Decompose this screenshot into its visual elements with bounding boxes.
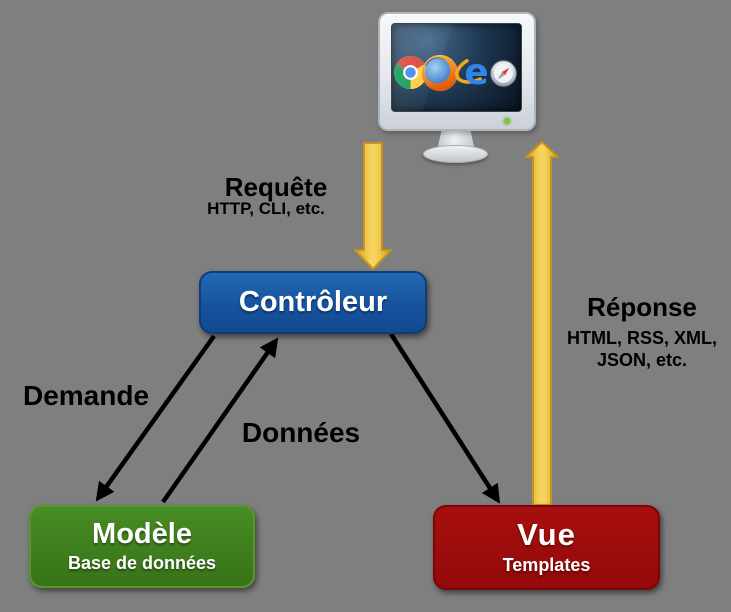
response-sublabel-line1: HTML, RSS, XML, <box>567 328 717 348</box>
monitor-stand-base <box>423 145 488 163</box>
monitor-screen: e <box>391 23 522 112</box>
model-sublabel: Base de données <box>67 552 217 573</box>
firefox-icon <box>421 54 459 92</box>
controller-label: Contrôleur <box>238 286 388 319</box>
demand-arrow <box>95 334 216 502</box>
request-sublabel: HTTP, CLI, etc. <box>207 199 325 218</box>
model-box: Modèle Base de données <box>29 505 255 588</box>
chrome-icon <box>394 56 427 89</box>
request-arrow <box>354 142 392 270</box>
view-sublabel: Templates <box>502 554 591 575</box>
controller-to-view-arrow <box>389 332 501 504</box>
model-label: Modèle <box>92 518 192 551</box>
safari-icon <box>490 60 517 87</box>
svg-text:e: e <box>464 52 488 93</box>
internet-explorer-icon: e <box>455 52 496 93</box>
view-label: Vue <box>517 517 576 553</box>
controller-box: Contrôleur <box>199 271 427 334</box>
response-label: Réponse <box>587 292 697 322</box>
monitor-power-led <box>504 118 510 124</box>
request-label: Requête <box>224 172 328 202</box>
view-box: Vue Templates <box>433 505 660 590</box>
response-sublabel: HTML, RSS, XML, JSON, etc. <box>552 328 731 371</box>
response-arrow <box>525 141 559 506</box>
data-label: Données <box>241 417 361 448</box>
demand-label: Demande <box>22 380 150 411</box>
response-sublabel-line2: JSON, etc. <box>596 349 688 370</box>
response-label-block: Réponse HTML, RSS, XML, JSON, etc. <box>552 294 731 371</box>
data-arrow <box>161 337 279 504</box>
